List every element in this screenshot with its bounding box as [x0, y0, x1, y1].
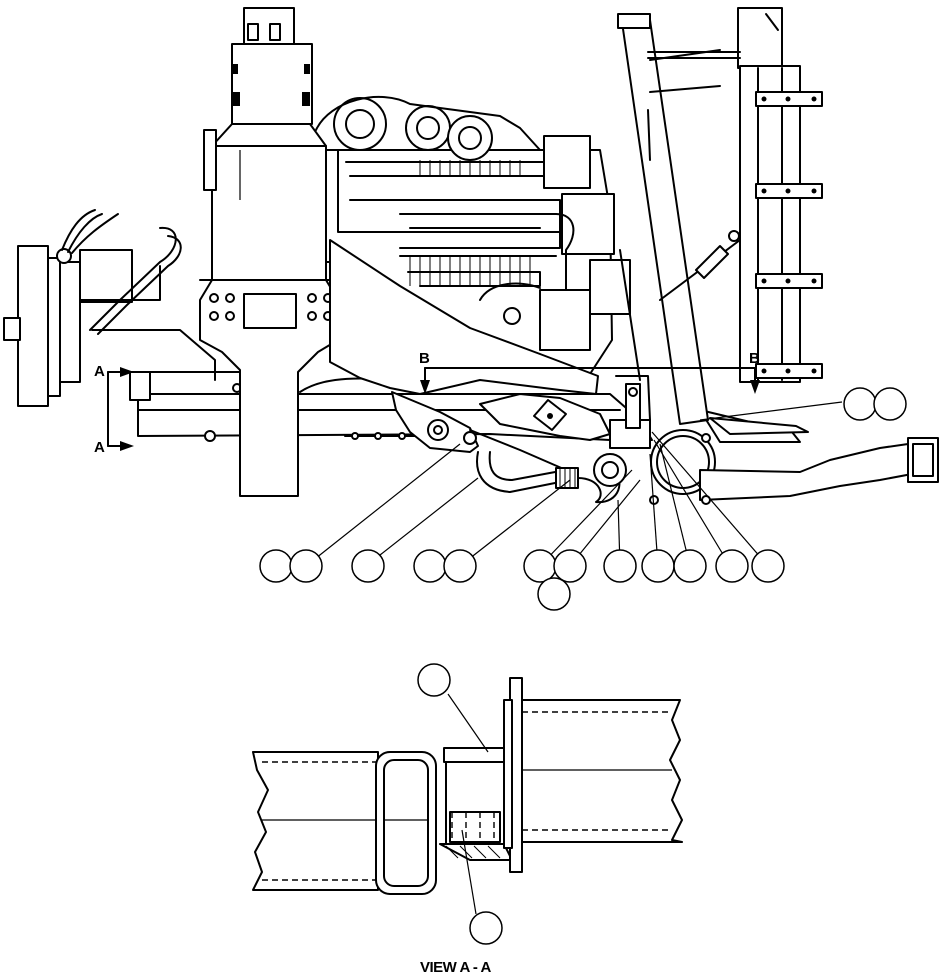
callout-bubble	[873, 387, 907, 421]
cooling-fins	[409, 160, 531, 286]
callout-bubble	[603, 549, 637, 583]
callout-bubble	[443, 549, 477, 583]
leader-lines	[305, 401, 843, 567]
callout-bubble	[715, 549, 749, 583]
section-b-right-label: B	[749, 350, 760, 367]
callout-bubble	[751, 549, 785, 583]
callout-bubble	[673, 549, 707, 583]
callout-bubbles-view	[417, 663, 503, 945]
callout-bubble	[259, 549, 293, 583]
left-flange-assembly	[3, 209, 216, 407]
callout-bubble	[351, 549, 385, 583]
hose-assembly	[463, 431, 627, 504]
section-b-left-label: B	[419, 350, 430, 367]
section-a-bottom-label: A	[94, 439, 105, 456]
bolt-pattern-left	[209, 293, 235, 321]
view-a-a-detail	[252, 677, 683, 915]
callout-bubble	[523, 549, 557, 583]
callout-bubble	[469, 911, 503, 945]
callout-bubbles-main	[259, 387, 907, 611]
view-caption: VIEW A - A	[420, 959, 491, 974]
callout-bubble	[553, 549, 587, 583]
callout-bubble	[289, 549, 323, 583]
callout-bubble	[417, 663, 451, 697]
drum-and-boom	[609, 375, 939, 505]
callout-bubble	[537, 577, 571, 611]
callout-bubble	[843, 387, 877, 421]
engine-assembly	[315, 95, 631, 375]
diagonal-support-beam	[329, 239, 599, 395]
tower-brackets	[755, 91, 823, 379]
callout-bubble	[413, 549, 447, 583]
tilt-arm	[617, 13, 746, 425]
section-a-marker: A A	[94, 363, 134, 456]
section-a-top-label: A	[94, 363, 105, 380]
section-b-marker: B B	[419, 350, 760, 394]
lower-linkage	[391, 391, 627, 504]
right-tower	[647, 7, 823, 435]
callout-bubble	[641, 549, 675, 583]
vertical-column	[199, 7, 391, 497]
